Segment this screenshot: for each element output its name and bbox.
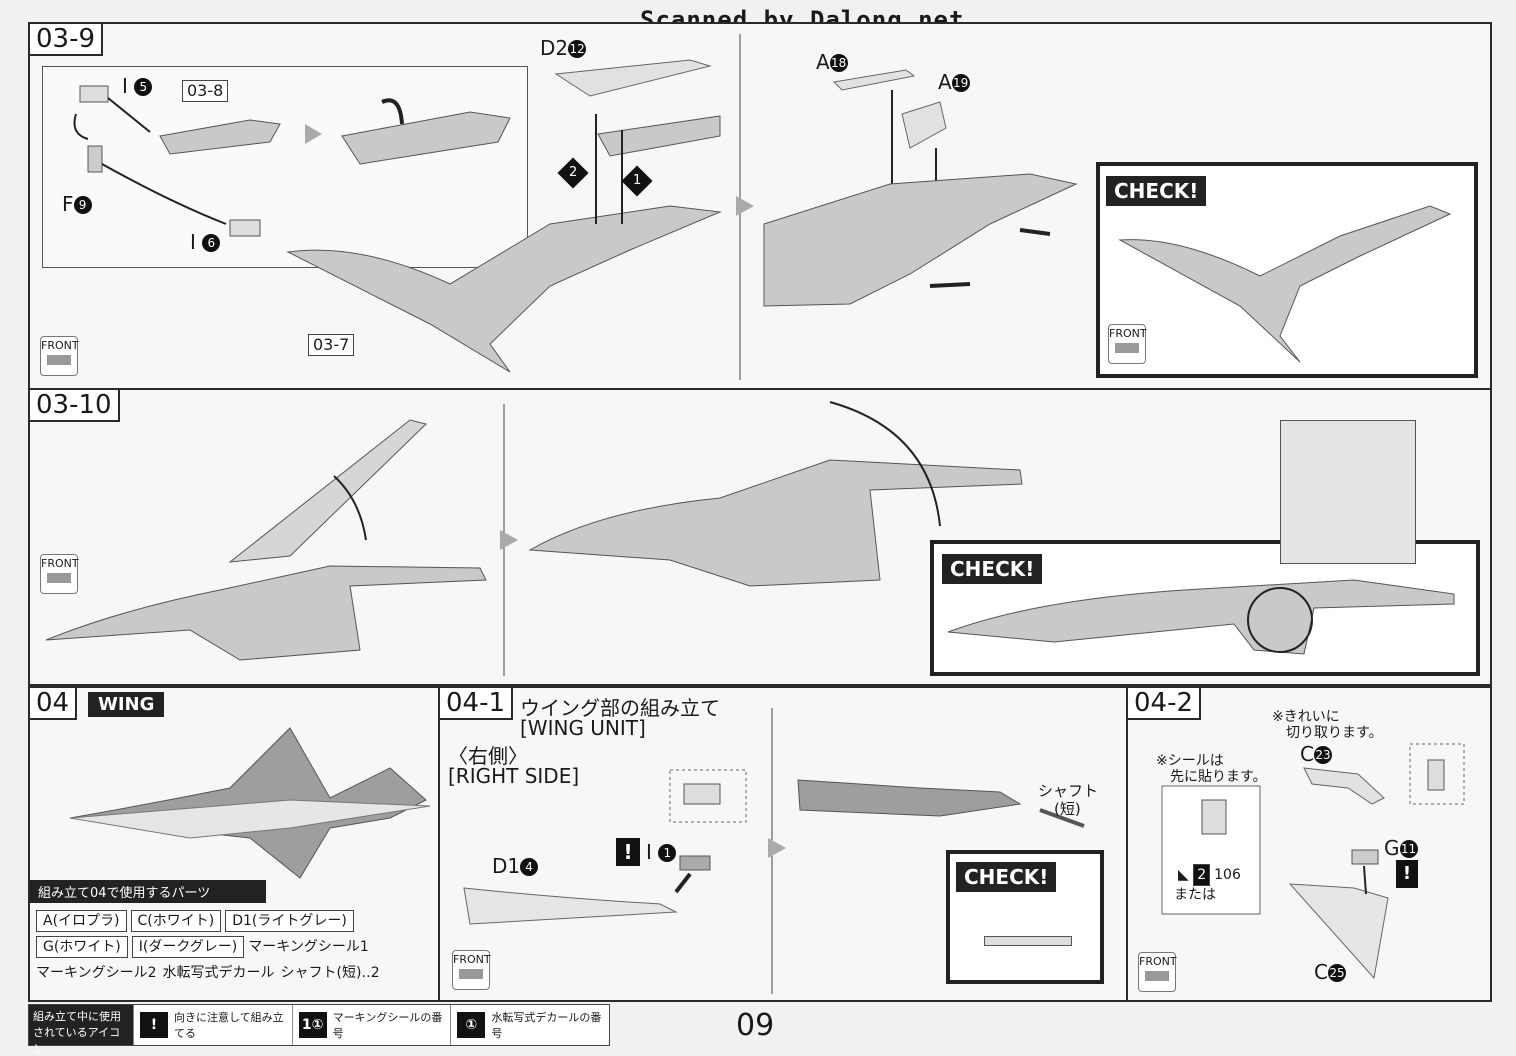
part-label-d2-12: D212 [540, 36, 587, 60]
parts-list-item: C(ホワイト) [130, 910, 222, 932]
parts-list-item: G(ホワイト) [36, 936, 128, 958]
front-indicator: FRONT [1138, 952, 1177, 992]
step-04-panel: 04 WING 組み立て04で使用するパーツ A(イロプラ)C(ホワイト)D1(… [28, 686, 440, 1002]
legend-icon: ! [140, 1012, 168, 1038]
step-number: 03-10 [30, 390, 120, 422]
step-03-10-panel: 03-10 CHECK! FRONT [28, 388, 1492, 686]
parts-list-item: マーキングシール2 [36, 965, 157, 981]
parts-list: A(イロプラ)C(ホワイト)D1(ライトグレー) G(ホワイト)I(ダークグレー)… [36, 910, 436, 986]
step-number: 04 [30, 688, 78, 720]
shaft-label: シャフト [1038, 782, 1099, 800]
check-label: CHECK! [942, 554, 1043, 584]
part-label-c23: C23 [1300, 742, 1332, 766]
parts-illustration-03-9 [73, 34, 1078, 380]
legend-icon: 1① [298, 1012, 327, 1038]
front-indicator: FRONT [1108, 324, 1147, 364]
check-label: CHECK! [956, 862, 1057, 892]
parts-list-item: シャフト(短)‥2 [280, 965, 380, 981]
wing-overview-illustration [69, 727, 431, 879]
step-number: 04-2 [1128, 688, 1202, 720]
legend-icon: ① [457, 1012, 486, 1038]
step-number: 03-9 [30, 24, 104, 56]
part-label-g11: G11 [1384, 836, 1418, 860]
shaft-note: (短) [1054, 800, 1081, 818]
step-number: 04-1 [440, 688, 514, 720]
front-indicator: FRONT [40, 336, 79, 376]
part-label-i1: I 1 [646, 840, 677, 864]
legend-heading: 組み立て中に使用されているアイコン [29, 1005, 133, 1055]
parts-list-item: A(イロプラ) [36, 910, 127, 932]
check-illustration [947, 579, 1455, 655]
part-label-a19: A19 [938, 70, 970, 94]
parts-list-item: D1(ライトグレー) [225, 910, 354, 932]
side-label-jp: 〈右側〉 [448, 744, 528, 768]
shaft-preview [984, 936, 1072, 946]
check-label: CHECK! [1106, 176, 1207, 206]
parts-list-item: 水転写式デカール [162, 965, 275, 981]
step-04-1-panel: 04-1 ウイング部の組み立て [WING UNIT] 〈右側〉 [RIGHT … [438, 686, 1128, 1002]
legend-text: 向きに注意して組み立てる [174, 1011, 284, 1040]
step-title-jp: ウイング部の組み立て [520, 696, 720, 720]
wing-tip-illustration [1161, 743, 1465, 980]
part-label-a18: A18 [816, 50, 848, 74]
part-label-c25: C25 [1314, 960, 1346, 984]
check-illustration [1118, 205, 1452, 363]
legend-item: !向きに注意して組み立てる [133, 1005, 292, 1045]
caution-icon: ! [1396, 860, 1418, 888]
note-cut-1: ※きれいに [1272, 709, 1340, 725]
side-label-en: [RIGHT SIDE] [448, 764, 580, 788]
note-cut-2: 切り取ります。 [1286, 725, 1383, 741]
legend-text: マーキングシールの番号 [332, 1011, 443, 1040]
wing-parts-illustration [463, 708, 1085, 994]
check-box: CHECK! FRONT [1096, 162, 1478, 378]
check-box: CHECK! [946, 850, 1104, 984]
parts-list-item: マーキングシール1 [248, 939, 369, 955]
front-indicator: FRONT [40, 554, 79, 594]
legend-text: 水転写式デカールの番号 [491, 1011, 602, 1040]
check-box: CHECK! [930, 540, 1480, 676]
caution-icon: ! [616, 838, 640, 866]
parts-heading: 組み立て04で使用するパーツ [30, 880, 266, 903]
note-sticker-2: 先に貼ります。 [1170, 769, 1267, 785]
step-title-en: [WING UNIT] [520, 716, 646, 740]
parts-illustration-03-10 [45, 401, 1023, 676]
step-ref-03-7: 03-7 [308, 334, 355, 356]
page-number: 09 [736, 1008, 775, 1043]
note-sticker-1: ※シールは [1156, 753, 1224, 769]
section-title: WING [88, 692, 165, 717]
subassembly-inset [42, 66, 528, 268]
front-indicator: FRONT [452, 950, 491, 990]
part-label-i6: I 6 [190, 230, 221, 254]
or-label: または [1174, 887, 1216, 903]
part-label-i5: I 5 [122, 74, 153, 98]
detail-zoom-box [1280, 420, 1416, 564]
step-03-9-panel: 03-9 I 5 03 [28, 22, 1492, 390]
step-ref-03-8: 03-8 [182, 80, 229, 102]
parts-list-item: I(ダークグレー) [131, 936, 245, 958]
step-04-2-panel: 04-2 ※きれいに 切り取ります。 ※シールは 先に貼ります。 C23 ◣ 2… [1126, 686, 1492, 1002]
